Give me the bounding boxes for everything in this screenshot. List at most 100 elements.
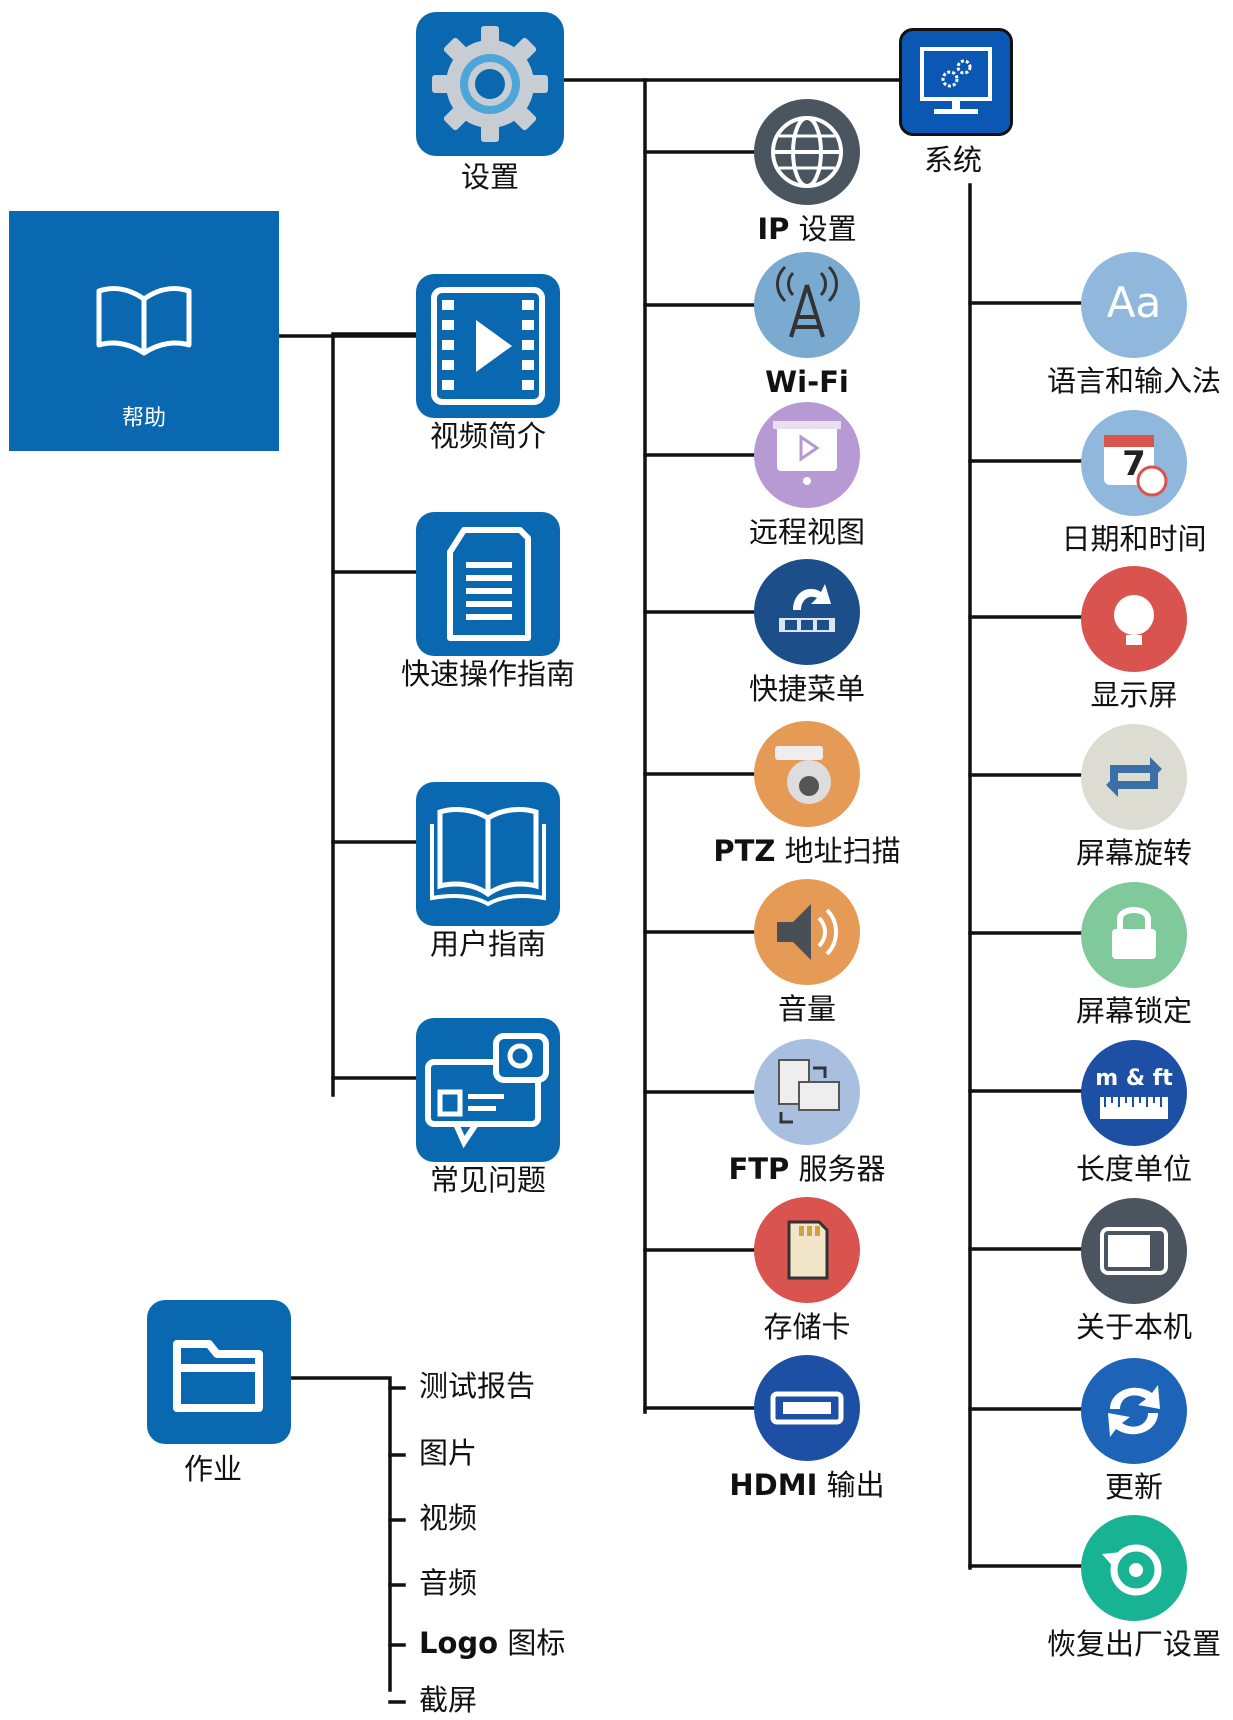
settings-item-label: Wi-Fi bbox=[765, 365, 849, 399]
system-item-7 bbox=[1080, 1197, 1188, 1305]
book-icon bbox=[96, 286, 192, 356]
help-label: 帮助 bbox=[121, 406, 167, 431]
help-item-1 bbox=[416, 274, 560, 418]
system-item-1: Aa bbox=[1080, 251, 1188, 359]
help-item-3 bbox=[416, 782, 560, 926]
job-item-3: 视频 bbox=[419, 1501, 477, 1535]
system-item-4 bbox=[1080, 723, 1188, 831]
settings-item-5 bbox=[753, 720, 861, 828]
ptz-camera-icon bbox=[754, 721, 860, 827]
label-bold-part: HDMI bbox=[729, 1468, 818, 1502]
label-text-part: 输出 bbox=[826, 1468, 885, 1502]
job-item-2: 图片 bbox=[419, 1436, 477, 1470]
bulb-icon bbox=[1081, 566, 1187, 672]
system-item-6: m & ft bbox=[1080, 1039, 1188, 1147]
projector-icon bbox=[754, 402, 860, 508]
system-item-label: 关于本机 bbox=[1075, 1310, 1193, 1344]
job-item-6: 截屏 bbox=[419, 1683, 477, 1717]
language-icon: Aa bbox=[1081, 252, 1187, 358]
help-item-label: 常见问题 bbox=[429, 1163, 547, 1197]
system-item-9 bbox=[1080, 1514, 1188, 1622]
system-item-label: 日期和时间 bbox=[1061, 522, 1207, 556]
label-text-part: 测试报告 bbox=[419, 1369, 536, 1403]
job-item-1: 测试报告 bbox=[419, 1369, 535, 1403]
label-bold-part: PTZ bbox=[713, 834, 776, 868]
label-text-part: 图标 bbox=[507, 1626, 566, 1660]
settings-item-label: 音量 bbox=[778, 992, 836, 1026]
job-item-5: Logo 图标 bbox=[419, 1626, 565, 1660]
label-text-part: 视频 bbox=[419, 1501, 478, 1535]
system-item-label: 屏幕旋转 bbox=[1075, 836, 1193, 870]
speaker-icon bbox=[754, 879, 860, 985]
system-item-3 bbox=[1080, 565, 1188, 673]
label-text-part: 服务器 bbox=[798, 1152, 886, 1186]
label-text-part: 音量 bbox=[777, 992, 837, 1026]
icon-glyph: 7 bbox=[1122, 444, 1146, 484]
globe-icon bbox=[754, 99, 860, 205]
system-item-2: 7 bbox=[1080, 409, 1188, 517]
help-item-2 bbox=[416, 512, 560, 656]
help-item-label: 视频简介 bbox=[429, 419, 547, 453]
system-item-5 bbox=[1080, 881, 1188, 989]
icon-glyph: m & ft bbox=[1095, 1066, 1173, 1091]
settings-item-label: 存储卡 bbox=[763, 1310, 850, 1344]
settings-item-label: 远程视图 bbox=[749, 515, 865, 549]
settings-item-1 bbox=[753, 98, 861, 206]
label-text-part: 快捷菜单 bbox=[748, 672, 866, 706]
folder-icon bbox=[173, 1340, 263, 1412]
faq-chat-icon bbox=[425, 1033, 549, 1149]
hdmi-port-icon bbox=[754, 1355, 860, 1461]
system-tile bbox=[899, 28, 1013, 136]
system-item-label: 更新 bbox=[1104, 1470, 1164, 1504]
device-icon bbox=[1081, 1198, 1187, 1304]
settings-item-7 bbox=[753, 1038, 861, 1146]
settings-item-8 bbox=[753, 1196, 861, 1304]
monitor-gears-icon bbox=[920, 47, 992, 114]
help-item-4 bbox=[416, 1018, 560, 1162]
settings-label: 设置 bbox=[460, 160, 520, 194]
rotate-icon bbox=[1081, 724, 1187, 830]
sd-card-icon bbox=[754, 1197, 860, 1303]
label-text-part: 设置 bbox=[798, 212, 857, 246]
settings-item-9 bbox=[753, 1354, 861, 1462]
label-text-part: 地址扫描 bbox=[784, 834, 901, 868]
settings-item-label: HDMI 输出 bbox=[729, 1468, 884, 1502]
label-bold-part: FTP bbox=[728, 1152, 790, 1186]
settings-item-label: IP 设置 bbox=[757, 212, 856, 246]
video-play-icon bbox=[431, 287, 545, 405]
system-item-label: 长度单位 bbox=[1075, 1152, 1193, 1186]
update-icon bbox=[1081, 1358, 1187, 1464]
system-item-label: 屏幕锁定 bbox=[1075, 994, 1193, 1028]
label-text-part: 存储卡 bbox=[763, 1310, 851, 1344]
system-label: 系统 bbox=[923, 143, 983, 177]
settings-item-3 bbox=[753, 401, 861, 509]
jobs-label: 作业 bbox=[183, 1452, 243, 1486]
calendar-clock-icon: 7 bbox=[1081, 410, 1187, 516]
icon-glyph: Aa bbox=[1107, 278, 1161, 327]
shortcut-menu-icon bbox=[754, 559, 860, 665]
document-icon bbox=[447, 527, 531, 641]
label-text-part: 图片 bbox=[419, 1436, 478, 1470]
help-item-label: 快速操作指南 bbox=[400, 657, 576, 691]
lock-icon bbox=[1081, 882, 1187, 988]
settings-item-label: 快捷菜单 bbox=[749, 672, 865, 706]
system-item-8 bbox=[1080, 1357, 1188, 1465]
settings-item-2 bbox=[753, 251, 861, 359]
restore-icon bbox=[1081, 1515, 1187, 1621]
label-text-part: 截屏 bbox=[419, 1683, 478, 1717]
label-text-part: 远程视图 bbox=[748, 515, 866, 549]
settings-tile bbox=[416, 12, 564, 156]
wifi-antenna-icon bbox=[754, 252, 860, 358]
label-bold-part: IP bbox=[757, 212, 790, 246]
settings-item-6 bbox=[753, 878, 861, 986]
system-item-label: 语言和输入法 bbox=[1046, 364, 1222, 398]
ruler-units-icon: m & ft bbox=[1081, 1040, 1187, 1146]
label-bold-part: Logo bbox=[419, 1626, 499, 1660]
label-bold-part: Wi-Fi bbox=[765, 365, 849, 399]
label-text-part: 音频 bbox=[419, 1566, 478, 1600]
job-item-4: 音频 bbox=[419, 1566, 477, 1600]
system-item-label: 恢复出厂设置 bbox=[1046, 1627, 1222, 1661]
settings-item-label: FTP 服务器 bbox=[728, 1152, 885, 1186]
